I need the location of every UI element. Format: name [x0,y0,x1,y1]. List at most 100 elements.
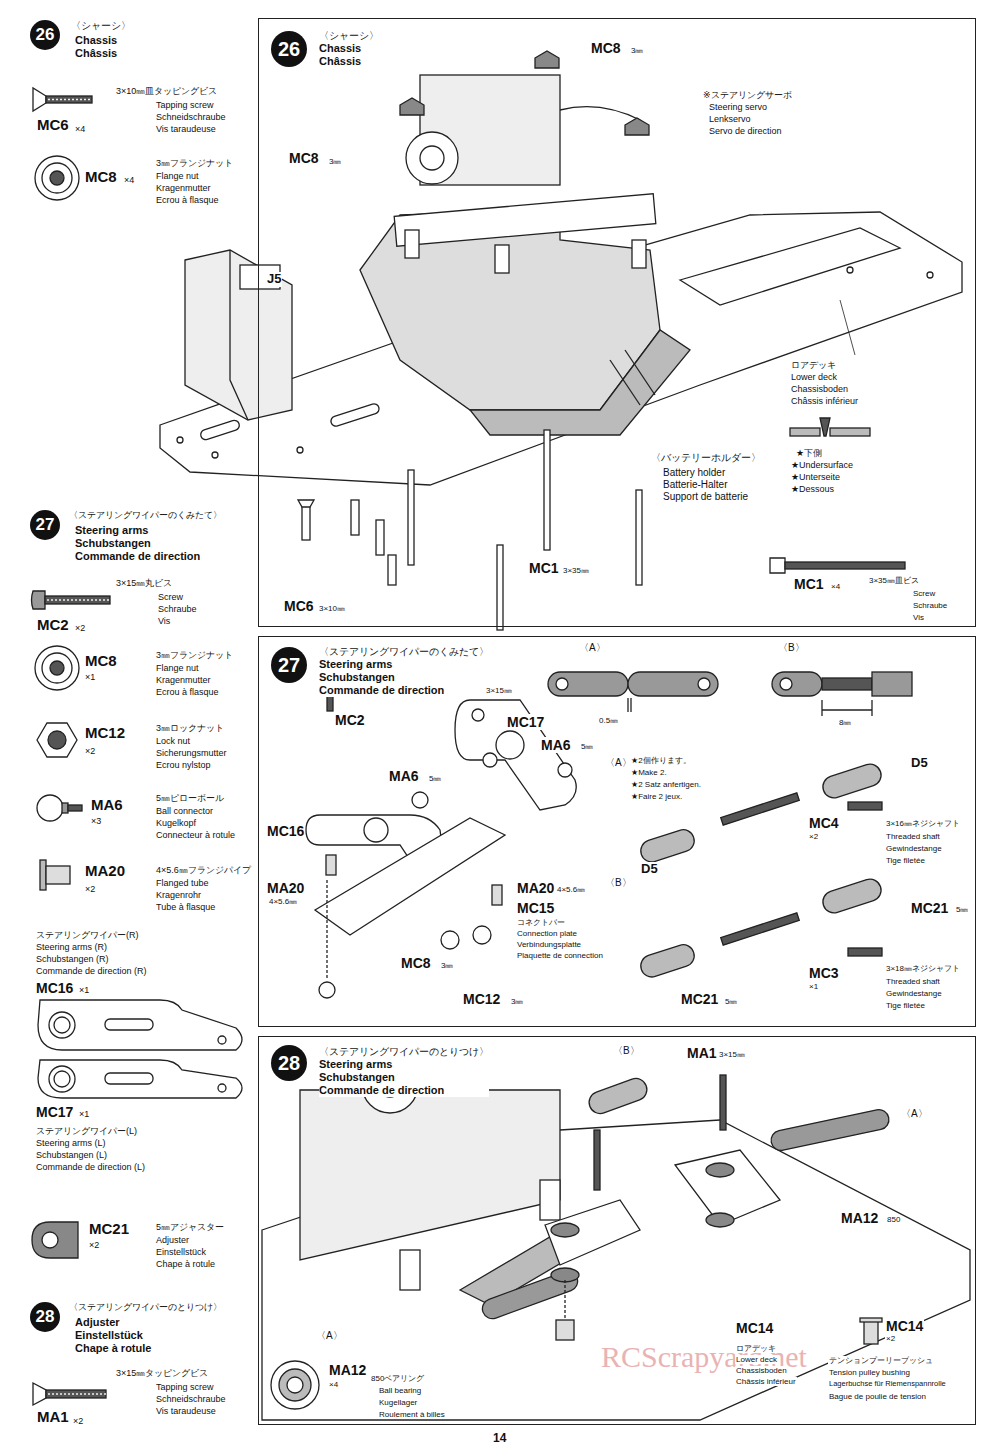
step-title: Steering arms [319,658,489,671]
step-panel: 〈ステアリングワイパーのくみたて〉Steering armsSchubstang… [258,636,976,1027]
part-note: 3㎜フランジナット [155,650,234,660]
part-note: 3㎜ロックナット [155,723,225,733]
part-note: Einstellstück [155,1247,207,1257]
step-heading: 〈シャーシ〉ChassisChâssis [319,29,379,68]
step-title: Commande de direction [319,1084,489,1097]
step-number-text: 27 [36,515,55,535]
part-note: Tapping screw [155,100,215,110]
part-note: ×4 [123,175,135,185]
part-note: Kugellager [378,1398,418,1407]
chassis-illustration [160,51,962,630]
part-note: Ball bearing [378,1386,422,1395]
part-code: MC17 [35,1104,74,1120]
part-note: 3×15㎜丸ビス [115,578,173,588]
part-code: MC15 [516,900,555,916]
step-panel: 〈シャーシ〉ChassisChâssis 26 [258,18,976,627]
part-note: 〈B〉 [612,1045,641,1057]
part-note: ×3 [90,816,102,826]
part-note: Ball connector [155,806,214,816]
step-title: Châssis [319,55,379,68]
part-code: MC8 [84,652,118,669]
step-number: 28 [30,1302,60,1332]
part-code: MA20 [266,880,305,896]
part-note: 3㎜フランジナット [155,158,234,168]
part-note: Schubstangen (L) [35,1150,108,1160]
part-note: ★Faire 2 jeux. [630,792,683,801]
part-note: Schraube [912,601,948,610]
part-note: Châssis inférieur [735,1377,797,1386]
part-note: Kragenrohr [155,890,202,900]
part-note: 5㎜アジャスター [155,1222,225,1232]
part-code: MC17 [506,714,545,730]
part-note: 3×15㎜ [485,686,513,695]
page-number: 14 [492,1432,507,1446]
part-note: Kragenmutter [155,675,212,685]
step-number: 26 [30,20,60,50]
part-note: ×4 [830,582,841,591]
step-title: Chassis [319,42,379,55]
part-note: ロアデッキ [735,1344,777,1353]
part-note: Connection plate [516,929,578,938]
part-note: 4×5.6㎜フランジパイプ [155,865,252,875]
part-code: MC2 [36,616,70,633]
part-note: Tige filetée [885,856,926,865]
part-note: Schubstangen (R) [35,954,110,964]
part-note: 5㎜ [955,905,969,914]
part-note: Châssis inférieur [790,396,859,406]
part-note: 3×15㎜ [718,1050,746,1059]
part-note: Steering arms (R) [35,942,108,952]
part-code: MA20 [84,862,126,879]
part-note: Flange nut [155,171,200,181]
part-note: Tige filetée [885,1001,926,1010]
step-number-text: 26 [36,25,55,45]
part-code: MC16 [35,980,74,996]
part-note: ロアデッキ [790,360,837,370]
part-note: 3×35㎜皿ビス [868,576,920,585]
part-note: Lower deck [735,1355,778,1364]
part-note: 〈B〉 [604,877,633,889]
part-note: Lower deck [790,372,838,382]
part-note: 3×10㎜皿タッピングビス [115,86,218,96]
part-note: ×4 [328,1380,339,1389]
part-note: ×1 [78,985,90,995]
part-code: MC1 [528,560,560,576]
part-note: Vis taraudeuse [155,1406,217,1416]
part-note: Tapping screw [155,1382,215,1392]
part-note: Sicherungsmutter [155,748,228,758]
part-code: D5 [910,756,929,771]
part-note: ×2 [88,1240,100,1250]
part-code: Chape à rotule [74,1342,152,1355]
part-note: 〈ステアリングワイパーのくみたて〉 [68,510,223,520]
part-note: 8㎜ [838,718,852,727]
part-code: MC3 [808,965,840,981]
part-note: 〈A〉 [900,1108,929,1120]
part-note: Tension pulley bushing [828,1368,911,1377]
part-note: Lagerbuchse für Riemenspannrolle [828,1380,947,1389]
part-note: Flanged tube [155,878,210,888]
part-note: Vis [157,616,171,626]
part-note: 3×10㎜ [318,604,346,613]
step-title: Steering arms [319,1058,489,1071]
part-note: 5㎜ [428,774,442,783]
part-code: MC12 [84,724,126,741]
part-note: 3㎜ [510,997,524,1006]
part-note: 5㎜ピローボール [155,793,225,803]
step-number-text: 26 [278,38,300,61]
part-note: Roulement à billes [378,1410,446,1419]
part-note: 5㎜ [580,742,594,751]
part-note: 〈A〉 [578,642,607,654]
part-note: 〈シャーシ〉 [70,20,132,32]
part-note: コネクトバー [516,918,566,927]
part-note: Chassisboden [790,384,849,394]
step-heading: 〈ステアリングワイパーのくみたて〉Steering armsSchubstang… [319,645,489,697]
part-code: MA1 [686,1045,718,1061]
step-number: 27 [30,510,60,540]
part-code: Einstellstück [74,1329,144,1342]
step-title: Commande de direction [319,684,489,697]
part-note: 0.5㎜ [598,716,619,725]
part-note: ★Dessous [790,484,835,494]
part-note: 4×5.6㎜ [268,897,298,906]
part-note: Gewindestange [885,844,943,853]
steering-mount-illustration [262,1057,970,1420]
